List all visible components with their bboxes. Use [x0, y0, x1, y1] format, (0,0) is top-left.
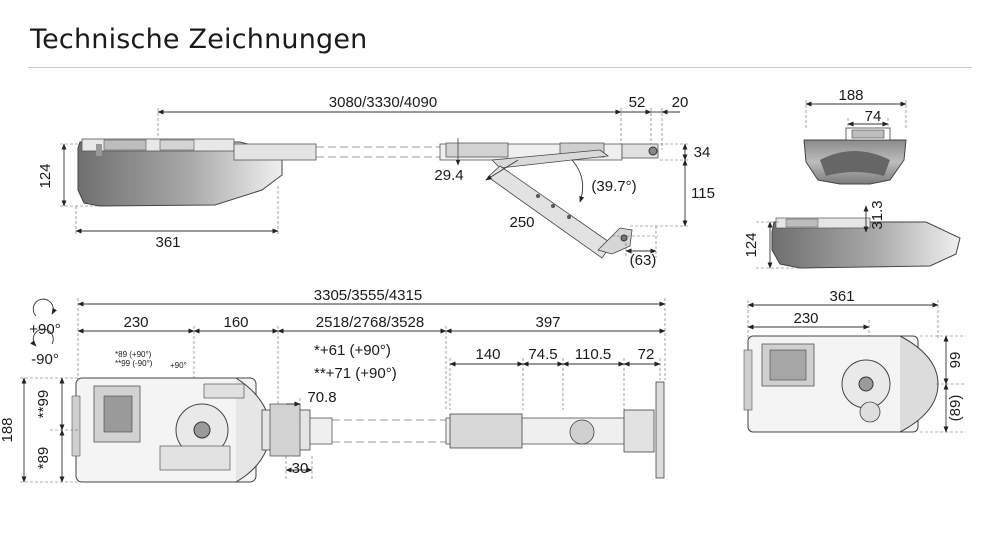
top-dim-160-label: 160 — [223, 314, 248, 331]
side-dim-29-4-label: 29.4 — [434, 167, 463, 184]
top-dim-70-8-label: 70.8 — [307, 389, 336, 406]
small-note-3: +90° — [170, 361, 187, 370]
motor-side-view: 124 31.3 — [743, 200, 961, 269]
top-view: 3305/3555/4315 230 160 2518/2768/3528 39… — [0, 287, 666, 483]
top-dim-140-label: 140 — [475, 346, 500, 363]
top-dim-30-label: 30 — [292, 460, 309, 477]
end-width-74-label: 74 — [865, 108, 882, 125]
plan-length-361-label: 361 — [829, 288, 854, 305]
side-length-361-label: 361 — [155, 234, 180, 251]
top-rail-length-label: 2518/2768/3528 — [316, 314, 424, 331]
top-total-length-label: 3305/3555/4315 — [314, 287, 422, 304]
plan-dim-89-label: (89) — [947, 395, 964, 422]
side-angle-label: (39.7°) — [591, 178, 636, 195]
top-width-188-label: 188 — [0, 417, 16, 442]
side-dim-34-label: 34 — [694, 144, 711, 161]
motor-side-dim-31-3-label: 31.3 — [869, 200, 886, 229]
side-view: 3080/3330/4090 52 20 124 361 — [37, 94, 715, 269]
side-height-124-label: 124 — [37, 163, 54, 188]
title-divider — [28, 67, 972, 68]
top-dim-89-label: *89 — [35, 447, 52, 470]
side-dim-115-label: 115 — [691, 185, 715, 202]
side-rail-length-label: 3080/3330/4090 — [329, 94, 437, 111]
motor-side-height-124-label: 124 — [743, 232, 760, 257]
small-note-1: *89 (+90°) — [115, 350, 152, 359]
top-dim-99-label: **99 — [35, 390, 52, 418]
top-dim-110-5-label: 110.5 — [575, 346, 611, 363]
plan-dim-99-label: 99 — [947, 352, 964, 369]
top-dim-397-label: 397 — [535, 314, 560, 331]
door-arm — [491, 149, 610, 169]
top-dim-230-label: 230 — [123, 314, 148, 331]
top-dim-74-5-label: 74.5 — [528, 346, 557, 363]
small-note-2: **99 (-90°) — [115, 359, 153, 368]
side-dim-20-label: 20 — [672, 94, 689, 111]
note-plus-71: **+71 (+90°) — [314, 365, 397, 382]
top-dim-72-label: 72 — [638, 346, 655, 363]
side-arm-250-label: 250 — [509, 214, 534, 231]
end-view: 188 74 — [803, 87, 907, 185]
rotation-minus-90-label: -90° — [31, 351, 59, 368]
end-width-188-label: 188 — [838, 87, 863, 104]
page-title: Technische Zeichnungen — [30, 24, 368, 55]
plan-view: 361 230 99 (89) — [743, 288, 966, 433]
plan-dim-230-label: 230 — [793, 310, 818, 327]
side-dim-52-label: 52 — [629, 94, 646, 111]
note-plus-61: *+61 (+90°) — [314, 342, 391, 359]
side-dim-63-label: (63) — [630, 252, 657, 269]
